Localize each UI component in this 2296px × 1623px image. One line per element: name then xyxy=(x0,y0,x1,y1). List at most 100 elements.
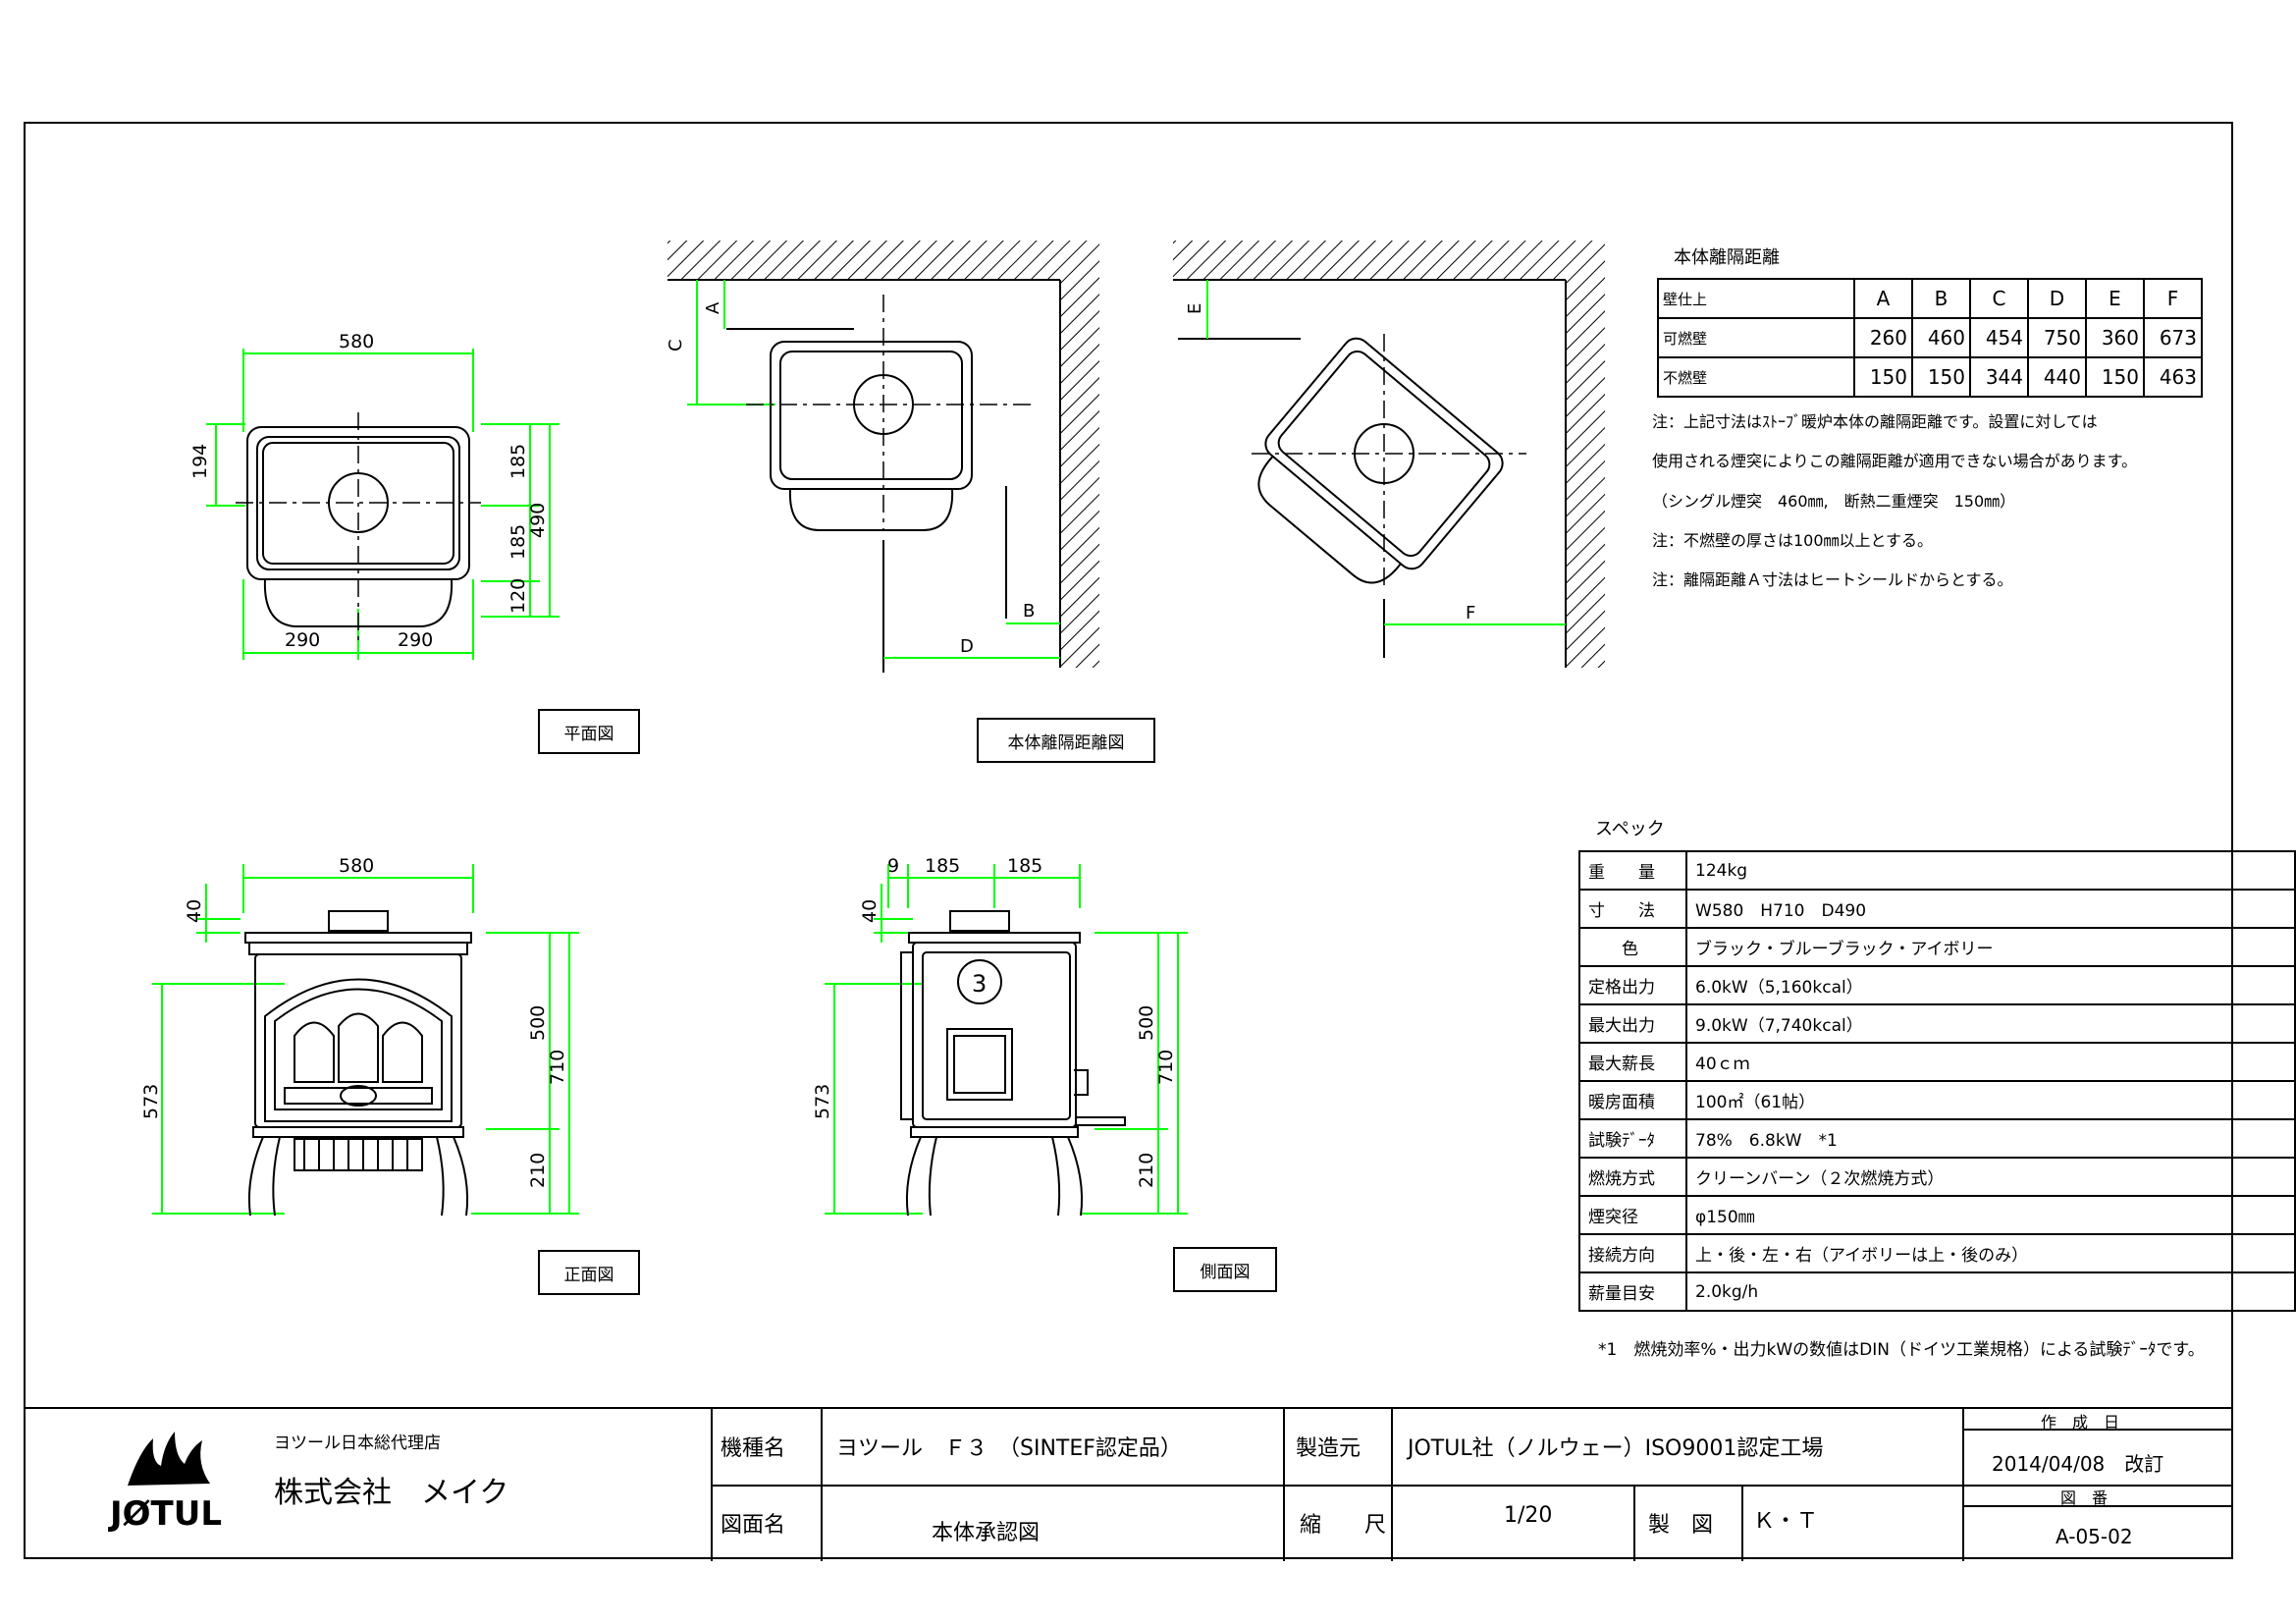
plan-view-drawing: 580 290 290 194 185 185 120 490 xyxy=(189,331,560,660)
spec-key: 色 xyxy=(1577,927,1688,967)
side-view-label: 側面図 xyxy=(1173,1247,1277,1292)
front-view-label: 正面図 xyxy=(538,1250,640,1295)
clearance-view-label: 本体離隔距離図 xyxy=(977,718,1155,763)
drawing-name-label: 図面名 xyxy=(721,1513,786,1538)
created-label: 作 成 日 xyxy=(2041,1413,2120,1432)
side-dim-185-a: 185 xyxy=(925,855,960,877)
company-name: 株式会社 メイク xyxy=(274,1476,509,1510)
title-block: JØTUL ヨツール日本総代理店 株式会社 メイク 機種名 ヨツール Ｆ３ （S… xyxy=(24,1407,2233,1561)
drawing-frame xyxy=(24,122,2233,1559)
plan-dim-490: 490 xyxy=(527,503,549,538)
drawing-name-value: 本体承認図 xyxy=(932,1521,1041,1545)
spec-value: 2.0kg/h xyxy=(1685,1271,2296,1312)
table-cell: 460 xyxy=(1911,317,1971,358)
clearance-view-diagonal: E F xyxy=(1173,241,1605,668)
maker-label: 製造元 xyxy=(1296,1436,1362,1461)
scale-value: 1/20 xyxy=(1504,1503,1553,1528)
drawing-no-label: 図 番 xyxy=(2060,1488,2109,1507)
table-row: 色ブラック・ブルーブラック・アイボリー xyxy=(1577,927,2296,967)
clearance-header-label: 壁仕上 xyxy=(1657,278,1855,319)
plan-dim-290-right: 290 xyxy=(398,629,433,651)
table-cell: 260 xyxy=(1853,317,1913,358)
spec-key: 接続方向 xyxy=(1577,1233,1688,1273)
svg-text:3: 3 xyxy=(972,970,987,998)
front-dim-580: 580 xyxy=(339,855,374,877)
spec-key: 定格出力 xyxy=(1577,965,1688,1005)
plan-dim-185-lower: 185 xyxy=(507,524,529,560)
row-label-combustible: 可燃壁 xyxy=(1657,317,1855,358)
row-label-noncombustible: 不燃壁 xyxy=(1657,356,1855,398)
table-row: 接続方向上・後・左・右（アイボリーは上・後のみ） xyxy=(1577,1233,2296,1273)
table-cell: 463 xyxy=(2143,356,2203,398)
table-cell: 150 xyxy=(1911,356,1971,398)
front-dim-500: 500 xyxy=(527,1005,549,1041)
table-row: 不燃壁 150 150 344 440 150 463 xyxy=(1657,356,2203,398)
spec-key: 最大出力 xyxy=(1577,1003,1688,1044)
spec-footnote: *1 燃焼効率%・出力kWの数値はDIN（ドイツ工業規格）による試験ﾃﾞｰﾀです… xyxy=(1598,1340,2205,1360)
table-cell: 344 xyxy=(1969,356,2029,398)
plan-view-label: 平面図 xyxy=(538,709,640,754)
side-dim-210: 210 xyxy=(1136,1153,1157,1188)
maker-value: JOTUL社（ノルウェー）ISO9001認定工場 xyxy=(1408,1436,1824,1461)
table-cell: 454 xyxy=(1969,317,2029,358)
spec-key: 薪量目安 xyxy=(1577,1271,1688,1312)
spec-value: 78% 6.8kW *1 xyxy=(1685,1118,2296,1159)
plan-dim-580: 580 xyxy=(339,331,374,352)
spec-key: 重 量 xyxy=(1577,850,1688,891)
side-dim-40: 40 xyxy=(859,899,881,923)
front-dim-710: 710 xyxy=(547,1050,568,1085)
table-row: 可燃壁 260 460 454 750 360 673 xyxy=(1657,317,2203,358)
clearance-dim-b: B xyxy=(1023,601,1035,622)
table-row: 燃焼方式クリーンバーン（２次燃焼方式） xyxy=(1577,1157,2296,1197)
note-line-2: 使用される煙突によりこの離隔距離が適用できない場合があります。 xyxy=(1652,452,2138,470)
side-view-drawing: 3 9 185 185 40 573 500 710 210 xyxy=(812,855,1188,1217)
logo-text: JØTUL xyxy=(108,1494,222,1534)
clearance-table-title: 本体離隔距離 xyxy=(1674,247,1780,268)
drafter-value: Ｋ・Ｔ xyxy=(1753,1509,1819,1534)
note-line-3: （シングル煙突 460㎜, 断熱二重煙突 150㎜） xyxy=(1652,492,2016,511)
clearance-dim-e: E xyxy=(1185,303,1205,314)
clearance-col-e: E xyxy=(2085,278,2145,319)
spec-key: 最大薪長 xyxy=(1577,1042,1688,1082)
clearance-table-header-row: 壁仕上 A B C D E F xyxy=(1657,278,2203,319)
spec-value: W580 H710 D490 xyxy=(1685,889,2296,929)
spec-value: φ150㎜ xyxy=(1685,1195,2296,1235)
clearance-col-d: D xyxy=(2027,278,2087,319)
table-cell: 150 xyxy=(1853,356,1913,398)
side-dim-710: 710 xyxy=(1155,1050,1177,1085)
clearance-dim-d: D xyxy=(960,636,974,657)
table-cell: 360 xyxy=(2085,317,2145,358)
side-dim-185-b: 185 xyxy=(1007,855,1042,877)
spec-key: 燃焼方式 xyxy=(1577,1157,1688,1197)
created-value: 2014/04/08 改訂 xyxy=(1992,1452,2164,1476)
table-cell: 673 xyxy=(2143,317,2203,358)
plan-dim-290-left: 290 xyxy=(285,629,320,651)
spec-key: 試験ﾃﾞｰﾀ xyxy=(1577,1118,1688,1159)
side-dim-500: 500 xyxy=(1136,1005,1157,1041)
spec-title: スペック xyxy=(1595,819,1665,839)
clearance-col-c: C xyxy=(1969,278,2029,319)
table-cell: 150 xyxy=(2085,356,2145,398)
agent-line: ヨツール日本総代理店 xyxy=(274,1434,441,1453)
spec-value: クリーンバーン（２次燃焼方式） xyxy=(1685,1157,2296,1197)
side-dim-9: 9 xyxy=(887,855,899,877)
model-label: 機種名 xyxy=(721,1436,786,1461)
spec-value: 100㎡（61帖） xyxy=(1685,1080,2296,1120)
note-line-1: 注：上記寸法はｽﾄｰﾌﾞ暖炉本体の離隔距離です。設置に対しては xyxy=(1652,412,2098,431)
model-value: ヨツール Ｆ３ （SINTEF認定品） xyxy=(836,1436,1182,1461)
spec-key: 暖房面積 xyxy=(1577,1080,1688,1120)
scale-label: 縮 尺 xyxy=(1300,1513,1387,1538)
spec-value: 上・後・左・右（アイボリーは上・後のみ） xyxy=(1685,1233,2296,1273)
spec-key: 煙突径 xyxy=(1577,1195,1688,1235)
drawing-no-value: A-05-02 xyxy=(2056,1525,2133,1548)
